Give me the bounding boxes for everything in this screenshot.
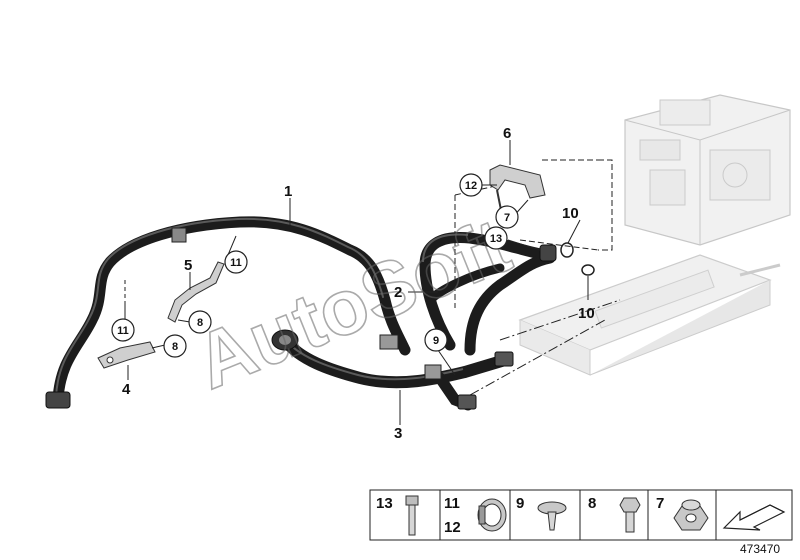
bracket-5[interactable] (167, 261, 225, 323)
document-number: 473470 (740, 542, 780, 556)
legend-item-7[interactable]: 7 (656, 495, 709, 531)
legend-item-11-12[interactable]: 11 12 (444, 495, 507, 536)
circle-callout-13: 13 (484, 226, 508, 250)
callout-3: 3 (394, 425, 402, 442)
callout-6: 6 (503, 125, 511, 142)
circle-callout-8-b: 8 (163, 334, 187, 358)
expanding-rivet-icon (537, 501, 567, 531)
circle-callout-11-b: 11 (111, 318, 135, 342)
bracket-6[interactable] (489, 164, 546, 216)
callout-1: 1 (284, 183, 292, 200)
callout-5: 5 (184, 257, 192, 274)
bracket-4[interactable] (97, 341, 156, 369)
svg-text:12: 12 (465, 180, 477, 192)
callout-10-upper: 10 (562, 205, 579, 222)
circle-callout-11-a: 11 (224, 250, 248, 274)
legend-item-9[interactable]: 9 (516, 495, 567, 531)
callout-labels: 1 2 3 4 5 6 10 10 (122, 125, 595, 442)
svg-text:9: 9 (433, 335, 439, 347)
charging-unit-drawing (624, 94, 791, 246)
legend-item-8[interactable]: 8 (588, 495, 641, 533)
svg-text:11: 11 (444, 495, 460, 512)
circle-callout-12: 12 (459, 173, 483, 197)
circle-callout-7: 7 (495, 205, 519, 229)
svg-text:7: 7 (504, 212, 510, 224)
svg-text:13: 13 (376, 495, 393, 512)
svg-text:8: 8 (588, 495, 596, 512)
svg-text:8: 8 (197, 317, 203, 329)
svg-text:8: 8 (172, 341, 178, 353)
callout-10-lower: 10 (578, 305, 595, 322)
parts-legend: 13 11 12 9 8 (369, 489, 793, 541)
coolant-hose-3[interactable] (271, 329, 514, 411)
legend-item-13[interactable]: 13 (376, 495, 419, 536)
svg-text:7: 7 (656, 495, 664, 512)
svg-text:12: 12 (444, 519, 461, 536)
callout-2: 2 (394, 284, 402, 301)
o-ring-upper[interactable] (560, 242, 574, 258)
hose-clamp-icon (477, 498, 507, 532)
bolt-icon (405, 495, 419, 536)
callout-4: 4 (122, 381, 131, 398)
svg-text:11: 11 (117, 325, 129, 337)
svg-text:11: 11 (230, 257, 242, 269)
svg-text:9: 9 (516, 495, 524, 512)
electric-rail-drawing (518, 254, 781, 376)
circle-callout-9: 9 (424, 328, 448, 352)
hex-nut-icon (673, 499, 709, 531)
o-ring-lower[interactable] (581, 264, 595, 276)
direction-arrow-icon (722, 504, 786, 531)
svg-text:13: 13 (490, 233, 502, 245)
coolant-hose-2[interactable] (379, 231, 557, 356)
circle-callouts: 11 11 8 8 12 7 13 9 (111, 173, 519, 358)
hex-screw-icon (619, 497, 641, 533)
legend-item-arrow[interactable] (722, 504, 786, 531)
coolant-hose-1[interactable] (45, 216, 411, 409)
circle-callout-8-a: 8 (188, 310, 212, 334)
leader-lines (124, 140, 589, 425)
